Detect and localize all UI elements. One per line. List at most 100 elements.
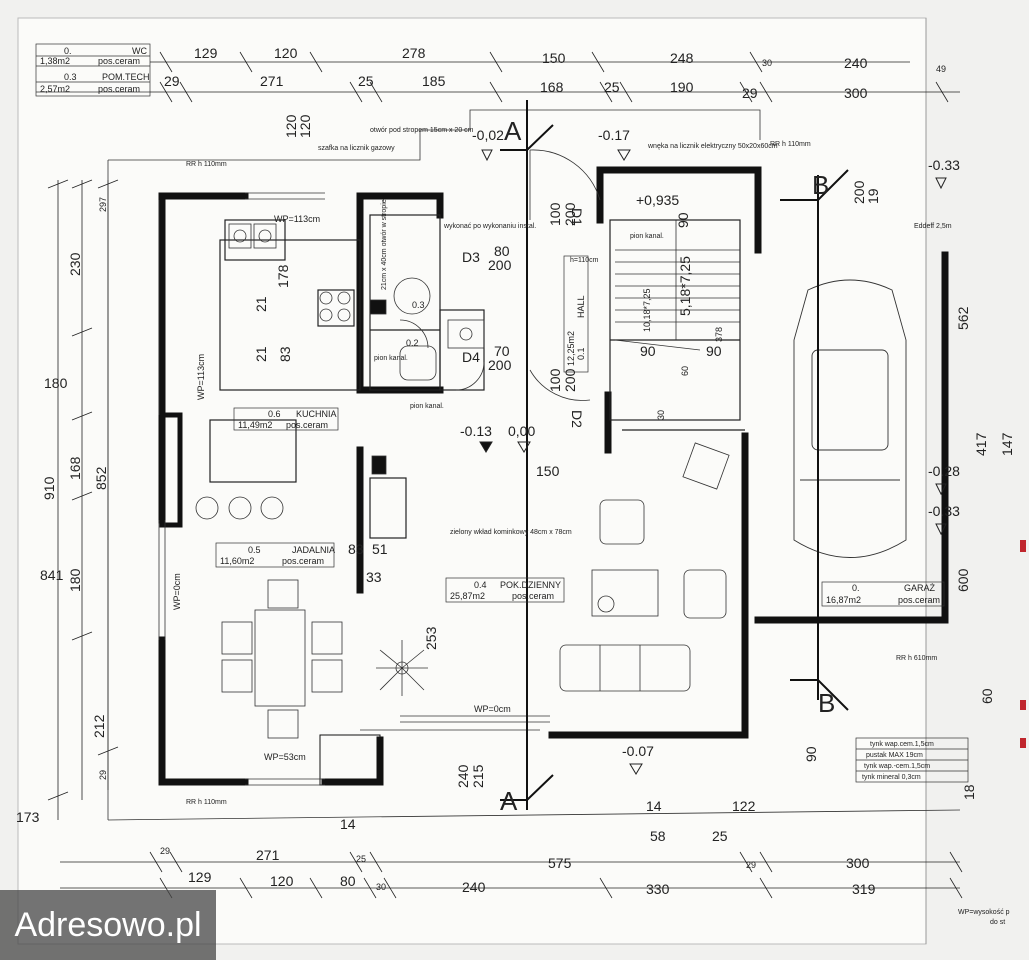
- note-vent: pion kanal.: [630, 233, 664, 240]
- legend-wc-code: 0.: [64, 46, 72, 56]
- dim-120-top-a: 120: [283, 114, 299, 138]
- dim-120-left-a: 180: [44, 375, 68, 391]
- dim-178: 178: [275, 264, 291, 288]
- living-furniture: [559, 442, 730, 692]
- dim-top2-25b: 25: [604, 79, 620, 95]
- note-ext: Eddeff 2,5m: [914, 223, 952, 230]
- note-rr110b: RR h 110mm: [186, 799, 227, 806]
- note-wp53: WP=53cm: [264, 752, 306, 762]
- dim-417: 600: [955, 568, 971, 592]
- dim-left-910: 910: [41, 476, 57, 500]
- dim-top-30: 30: [762, 58, 772, 68]
- note-rr110c: RR h 110mm: [770, 141, 811, 148]
- dim-bottom1-25: 25: [356, 854, 366, 864]
- section-a-bottom: A: [500, 786, 518, 816]
- note-hchan: h=110cm: [570, 257, 599, 264]
- dim-bottom2-129: 129: [188, 869, 212, 885]
- living-area: 25,87m2: [450, 591, 485, 601]
- living-name: POK.DZIENNY: [500, 580, 561, 590]
- note-rr110: RR h 110mm: [186, 161, 227, 168]
- tech-room-code: 0.3: [412, 300, 425, 310]
- kitchen-floor: pos.ceram: [286, 420, 328, 430]
- dim-21a: 21: [253, 296, 269, 312]
- garage-name: GARAŻ: [904, 583, 936, 593]
- dim-841: 14: [340, 816, 356, 832]
- note-wp113: WP=113cm: [274, 214, 320, 224]
- dim-150: 150: [536, 463, 560, 479]
- footer-note-2: do st: [990, 919, 1005, 926]
- car-icon: [793, 279, 907, 558]
- dim-top-150: 150: [542, 50, 566, 66]
- dining-area: 11,60m2: [220, 556, 254, 566]
- dim-58: 33: [366, 569, 382, 585]
- door-d2-height: 200: [562, 368, 578, 392]
- dim-stairs-a: 10,18*7,25: [642, 288, 652, 332]
- dim-120-top-b: 120: [297, 114, 313, 138]
- dim-stairs-b: 378: [714, 327, 724, 342]
- level-floor-a: -0.13: [460, 423, 492, 439]
- dim-600: 147: [999, 432, 1015, 456]
- dim-90-b: 90: [706, 343, 722, 359]
- dimension-lines-top: [150, 51, 960, 103]
- legend-wc-area: 1,38m2: [40, 56, 70, 66]
- dim-33: 51: [372, 541, 388, 557]
- dining-name: JADALNIA: [292, 545, 335, 555]
- section-a-top: A: [504, 116, 522, 146]
- dim-147: 60: [979, 688, 995, 704]
- dimension-lines-bottom: [60, 851, 963, 899]
- garage-code: 0.: [852, 583, 860, 593]
- door-d3-width: 80: [494, 243, 510, 259]
- dim-bottom1-29: 29: [160, 846, 170, 856]
- dim-253: 253: [423, 626, 439, 650]
- dim-185: 60: [680, 366, 690, 376]
- note-vent2: pion kanal.: [410, 403, 444, 410]
- dim-378: 562: [955, 306, 971, 330]
- dim-left-168: 168: [67, 456, 83, 480]
- note-opening: otwór pod stropem 15cm x 20 cm: [370, 127, 474, 134]
- level-stairs: +0,935: [636, 192, 679, 208]
- dim-top2-168: 168: [540, 79, 564, 95]
- dim-top-120: 120: [274, 45, 298, 61]
- dining-set: [221, 579, 343, 739]
- level-garage-c: -0.33: [928, 503, 960, 519]
- level-garage-a: -0.33: [928, 157, 960, 173]
- hall-name: HALL: [576, 295, 586, 318]
- door-d2-width: 100: [547, 368, 563, 392]
- wall-spec-2: pustak MAX 19cm: [866, 752, 923, 759]
- kitchen-name: KUCHNIA: [296, 409, 337, 419]
- dim-left-180: 180: [67, 568, 83, 592]
- note-electric: wnęka na licznik elektryczny 50x20x60cm: [647, 143, 778, 150]
- dim-left-230: 230: [67, 252, 83, 276]
- dim-90-c: 90: [675, 212, 691, 228]
- dining-code: 0.5: [248, 545, 261, 555]
- dim-bottom2-30: 30: [376, 882, 386, 892]
- dim-top2-25: 25: [358, 73, 374, 89]
- dim-bottom1-271: 271: [256, 847, 280, 863]
- dim-240-bottom: 240: [455, 764, 471, 788]
- dim-left-852: 852: [93, 466, 109, 490]
- staircase: [614, 220, 740, 351]
- door-d4: D4: [462, 349, 480, 365]
- dim-150-left: 841: [40, 567, 64, 583]
- dim-160: 14: [646, 798, 662, 814]
- footer-note: WP=wysokość p: [958, 909, 1010, 916]
- dim-top2-271: 271: [260, 73, 284, 89]
- dim-200-right: 19: [865, 188, 881, 204]
- door-d4-height: 200: [488, 357, 512, 373]
- wall-spec-1: tynk wap.cem.1,5cm: [870, 741, 934, 748]
- legend-tech-floor: pos.ceram: [98, 84, 140, 94]
- dim-90: 58: [650, 828, 666, 844]
- door-d3: D3: [462, 249, 480, 265]
- bathroom-fixtures: [369, 277, 485, 475]
- dim-100: 5,18*7,25: [677, 256, 693, 316]
- door-d1-height: 200: [562, 202, 578, 226]
- section-markers: [500, 100, 849, 810]
- kitchen-fixtures: [195, 223, 351, 520]
- note-wp0b: WP=0cm: [474, 704, 511, 714]
- dim-bottom1-29b: 29: [746, 860, 756, 870]
- dim-top2-185: 185: [422, 73, 446, 89]
- dim-240-right: 200: [851, 180, 867, 204]
- level-floor-b: 0,00: [508, 423, 535, 439]
- living-code: 0.4: [474, 580, 487, 590]
